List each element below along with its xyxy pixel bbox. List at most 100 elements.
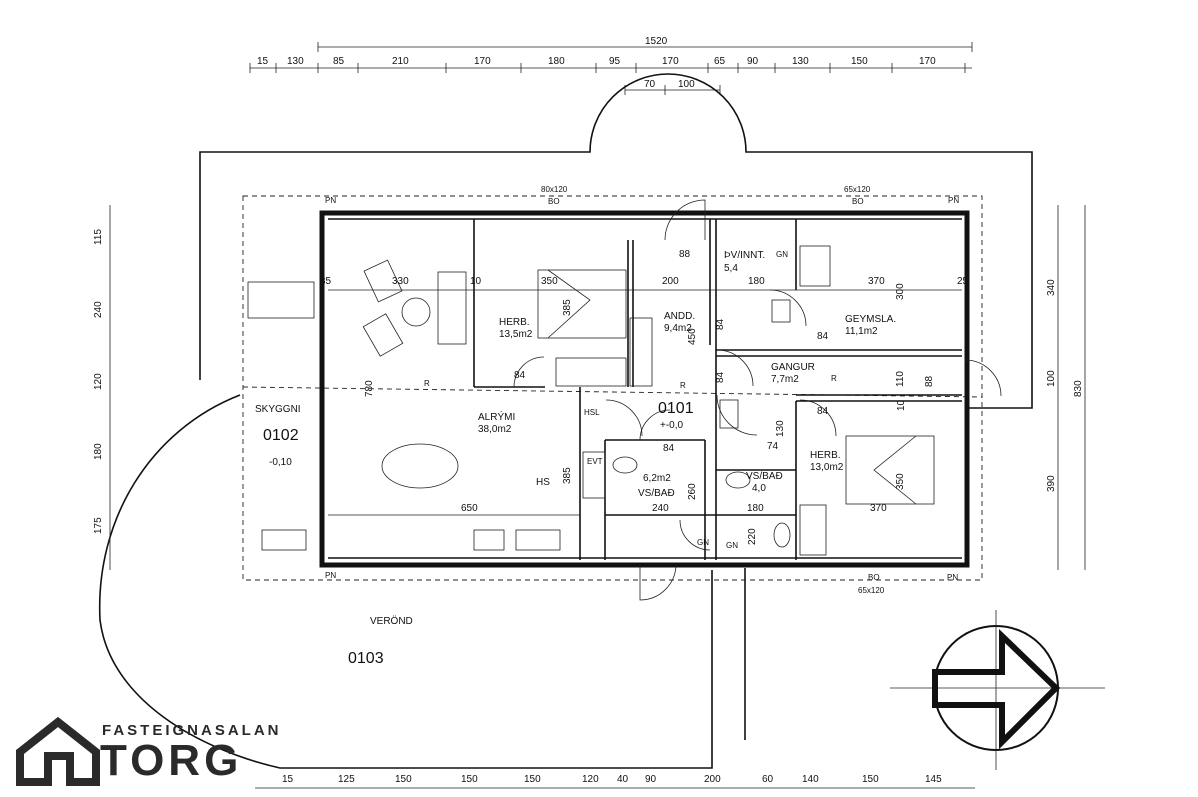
- room-vsbad2-name: VS/BAÐ: [746, 471, 783, 482]
- main-space-level: +-0,0: [660, 420, 684, 431]
- room-geymsla-name: GEYMSLA.: [845, 314, 896, 325]
- svg-text:240: 240: [93, 301, 104, 318]
- room-geymsla-area: 11,1m2: [845, 326, 878, 337]
- room-skyggni-name: SKYGGNI: [255, 404, 301, 415]
- svg-text:84: 84: [715, 371, 726, 383]
- room-andd-name: ANDD.: [664, 311, 695, 322]
- main-space-num: 0101: [658, 400, 694, 417]
- svg-text:PN: PN: [947, 573, 958, 582]
- svg-text:35: 35: [320, 276, 332, 287]
- svg-text:145: 145: [925, 774, 942, 785]
- svg-text:780: 780: [364, 380, 375, 397]
- room-vsbad1-name: VS/BAÐ: [638, 488, 675, 499]
- dim-top: 85: [333, 56, 345, 67]
- top-dimension-lines: 1520 15 130 85 210 170 180 95 170 65 90 …: [249, 36, 973, 95]
- room-alrymi-name: ALRÝMI: [478, 410, 515, 423]
- svg-text:175: 175: [93, 517, 104, 534]
- room-gangur-name: GANGUR: [771, 362, 815, 373]
- svg-text:220: 220: [747, 528, 758, 545]
- svg-text:130: 130: [775, 420, 786, 437]
- svg-text:80x120: 80x120: [541, 185, 568, 194]
- svg-text:385: 385: [562, 467, 573, 484]
- window-labels: 80x120 65x120 65x120 PN BO BO PN PN BO P…: [325, 185, 959, 595]
- svg-text:BO: BO: [868, 573, 880, 582]
- dim-top-total: 1520: [645, 36, 668, 47]
- svg-text:200: 200: [662, 276, 679, 287]
- svg-text:340: 340: [1046, 279, 1057, 296]
- dim-top: 170: [919, 56, 936, 67]
- svg-text:GN: GN: [726, 541, 738, 550]
- roof-outline: [242, 195, 983, 581]
- svg-text:84: 84: [663, 443, 675, 454]
- svg-text:260: 260: [687, 483, 698, 500]
- dim-top: 65: [714, 56, 726, 67]
- svg-text:180: 180: [748, 276, 765, 287]
- walls: [319, 210, 970, 568]
- svg-text:240: 240: [652, 503, 669, 514]
- room-vsbad2-area: 4,0: [752, 483, 766, 494]
- svg-text:60: 60: [762, 774, 774, 785]
- dim-top: 95: [609, 56, 621, 67]
- svg-text:10: 10: [470, 276, 482, 287]
- logo-title: TORG: [100, 736, 243, 785]
- dim-top: 170: [474, 56, 491, 67]
- side-dimension-lines: 115 240 120 180 175 340 100 390 830: [93, 205, 1086, 570]
- svg-text:BO: BO: [852, 197, 864, 206]
- svg-text:350: 350: [895, 473, 906, 490]
- svg-text:150: 150: [524, 774, 541, 785]
- svg-text:180: 180: [747, 503, 764, 514]
- svg-text:R: R: [680, 381, 686, 390]
- svg-text:330: 330: [392, 276, 409, 287]
- svg-text:385: 385: [562, 299, 573, 316]
- svg-text:150: 150: [461, 774, 478, 785]
- svg-text:PN: PN: [948, 196, 959, 205]
- terrace-outline: [98, 73, 1033, 769]
- svg-text:370: 370: [868, 276, 885, 287]
- svg-text:650: 650: [461, 503, 478, 514]
- svg-text:90: 90: [645, 774, 657, 785]
- svg-text:84: 84: [715, 318, 726, 330]
- svg-text:350: 350: [541, 276, 558, 287]
- svg-text:EVT: EVT: [587, 457, 603, 466]
- svg-text:370: 370: [870, 503, 887, 514]
- doors: [513, 199, 1002, 601]
- dim-top: 210: [392, 56, 409, 67]
- svg-text:84: 84: [514, 370, 526, 381]
- svg-text:150: 150: [862, 774, 879, 785]
- svg-text:HS: HS: [536, 477, 550, 488]
- room-verond-name: VERÖND: [370, 615, 413, 627]
- room-gangur-area: 7,7m2: [771, 374, 799, 385]
- svg-text:120: 120: [93, 373, 104, 390]
- dim-top: 130: [287, 56, 304, 67]
- room-andd-area: 9,4m2: [664, 323, 692, 334]
- dim-top: 130: [792, 56, 809, 67]
- svg-text:140: 140: [802, 774, 819, 785]
- room-pv-name: ÞV/INNT.: [724, 250, 765, 261]
- room-verond-num: 0103: [348, 650, 384, 667]
- room-skyggni-level: -0,10: [269, 457, 292, 468]
- house-logo-icon: [16, 716, 100, 786]
- svg-text:450: 450: [687, 328, 698, 345]
- room-pv-area: 5,4: [724, 263, 738, 274]
- svg-text:120: 120: [582, 774, 599, 785]
- dim-top2: 70: [644, 79, 656, 90]
- svg-text:BO: BO: [548, 197, 560, 206]
- svg-text:15: 15: [282, 774, 294, 785]
- svg-text:84: 84: [817, 406, 829, 417]
- dim-top: 180: [548, 56, 565, 67]
- svg-text:84: 84: [817, 331, 829, 342]
- svg-text:115: 115: [93, 229, 104, 245]
- svg-text:125: 125: [338, 774, 355, 785]
- svg-text:PN: PN: [325, 571, 336, 580]
- svg-text:65x120: 65x120: [858, 586, 885, 595]
- svg-text:25: 25: [957, 276, 969, 287]
- svg-text:10: 10: [896, 399, 907, 411]
- svg-text:88: 88: [924, 375, 935, 387]
- svg-text:R: R: [424, 379, 430, 388]
- svg-text:110: 110: [895, 371, 906, 387]
- room-herb2-area: 13,0m2: [810, 462, 844, 473]
- svg-text:GN: GN: [776, 250, 788, 259]
- furniture: [247, 245, 935, 556]
- svg-text:150: 150: [395, 774, 412, 785]
- logo-subtitle: FASTEIGNASALAN: [102, 722, 282, 739]
